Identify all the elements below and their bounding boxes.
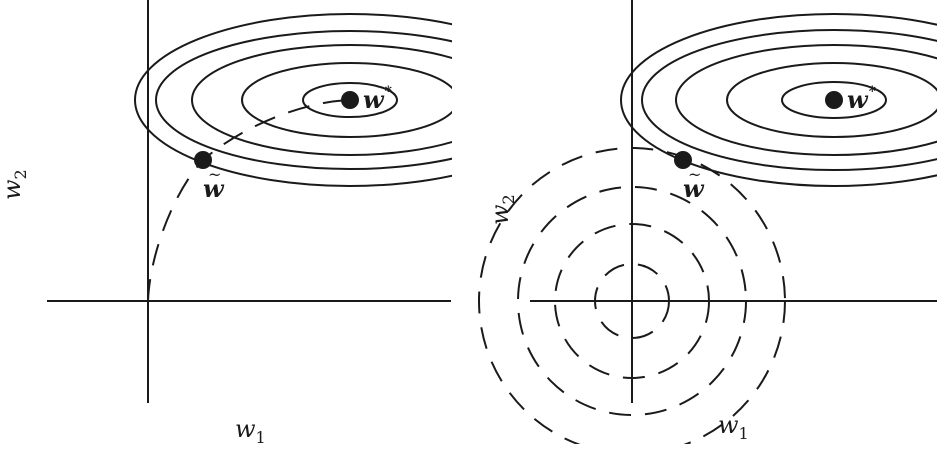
right-reg-circle-1 [594, 263, 670, 339]
left-x-axis-label: w1 [235, 415, 266, 444]
right-solution-tilde: ~ [688, 165, 701, 184]
left-optimum-point [341, 91, 359, 109]
left-contour-4 [155, 30, 452, 170]
left-contour-3 [191, 44, 452, 156]
right-contour-4 [641, 29, 937, 171]
left-solution-point [194, 151, 212, 169]
left-regularization-path [147, 99, 351, 302]
right-solution-label: w [683, 174, 705, 203]
left-optimum-label: w* [363, 84, 393, 114]
right-x-axis-label: w1 [718, 411, 749, 443]
right-panel: w* ~ w w1 w2 [478, 0, 937, 449]
right-reg-circle-4 [478, 147, 786, 449]
left-contour-5 [134, 13, 452, 187]
left-solution-label: w [203, 174, 225, 203]
right-loss-contours [620, 13, 937, 187]
left-y-axis-label: w2 [0, 169, 30, 200]
right-contour-5 [620, 13, 937, 187]
left-loss-contours [134, 13, 452, 187]
right-solution-point [674, 151, 692, 169]
right-contour-2 [726, 62, 937, 138]
right-regularizer-contours [478, 147, 786, 449]
right-optimum-label: w* [847, 84, 877, 114]
left-contour-1 [302, 82, 398, 118]
right-reg-circle-3 [517, 186, 747, 416]
left-solution-tilde: ~ [208, 165, 221, 184]
right-reg-circle-2 [554, 223, 710, 379]
left-panel: w* ~ w w1 w2 [0, 0, 452, 447]
right-contour-3 [675, 44, 937, 156]
left-contour-2 [241, 62, 452, 138]
right-contour-1 [781, 81, 887, 119]
right-y-axis-label: w2 [486, 194, 518, 225]
right-optimum-point [825, 91, 843, 109]
